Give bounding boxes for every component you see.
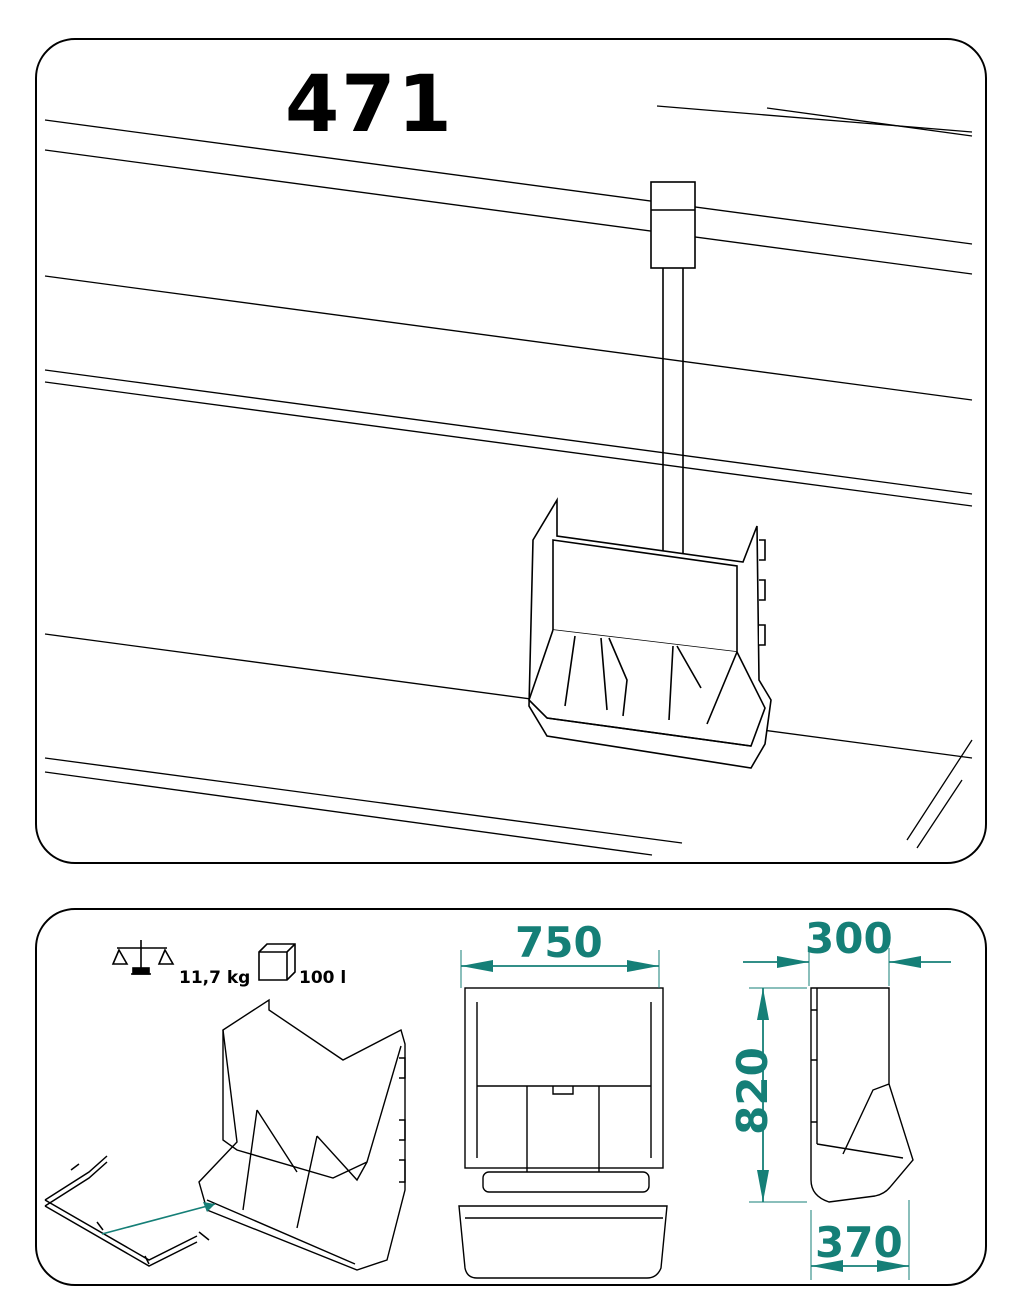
front-view-drawing bbox=[458, 987, 668, 1279]
balance-scale-icon bbox=[111, 940, 175, 975]
cube-icon bbox=[258, 943, 296, 981]
installation-drawing bbox=[44, 105, 973, 856]
model-number: 471 bbox=[285, 60, 454, 150]
pen-rails bbox=[44, 105, 973, 856]
dimension-lines bbox=[460, 948, 951, 1280]
dimension-depth-300: 300 bbox=[805, 914, 893, 963]
dimension-width-750: 750 bbox=[515, 918, 603, 967]
specification-drawings bbox=[44, 940, 951, 1280]
dimension-height-820: 820 bbox=[727, 1047, 777, 1135]
hanger-bracket bbox=[650, 181, 696, 560]
dimension-depth-370: 370 bbox=[815, 1218, 903, 1267]
installation-view-panel: 471 bbox=[35, 38, 987, 864]
feeder-trough bbox=[528, 497, 772, 769]
isometric-feeder-drawing bbox=[198, 998, 406, 1271]
specification-panel: 11,7 kg 100 l 750 300 820 370 bbox=[35, 908, 987, 1286]
weight-value: 11,7 kg bbox=[179, 968, 251, 988]
fixing-rods-drawing bbox=[44, 1155, 210, 1267]
arrow-head bbox=[203, 1202, 215, 1212]
volume-value: 100 l bbox=[299, 968, 347, 988]
side-view-drawing bbox=[810, 987, 914, 1203]
rod-pointer-arrow bbox=[101, 1203, 216, 1235]
